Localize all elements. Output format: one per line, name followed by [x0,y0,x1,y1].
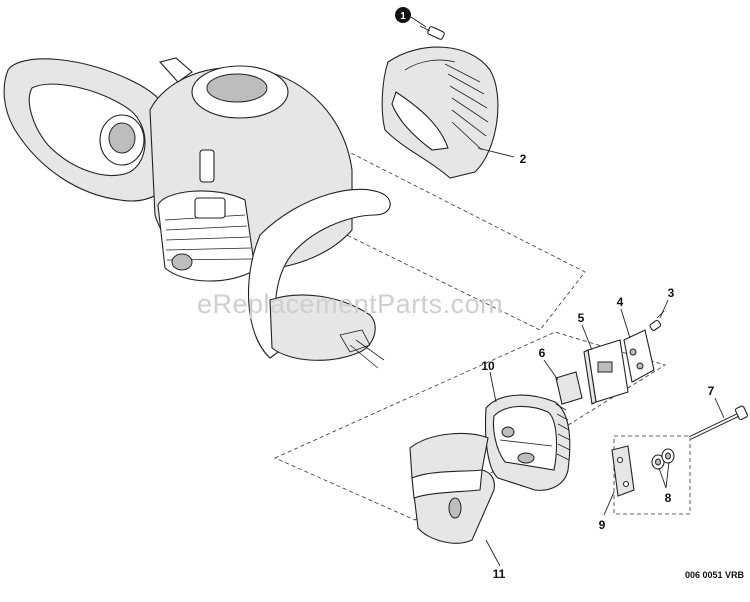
hedge-trimmer-engine [3,57,391,369]
watermark: eReplacementParts.com [197,289,503,319]
part-9-plate [611,445,635,497]
leader-7 [714,397,725,419]
callout-6: 6 [539,346,546,360]
part-5-bracket [583,339,629,405]
part-3-screw [649,310,665,331]
callout-3: 3 [668,286,675,300]
callout-1: 1 [400,11,406,22]
hardware-box-outline [613,435,691,515]
leader-8 [658,461,670,489]
callout-8: 8 [665,491,672,505]
callout-10: 10 [481,359,495,373]
leader-10 [489,371,497,403]
callout-4: 4 [617,295,624,309]
callout-7: 7 [708,384,715,398]
callout-2: 2 [520,152,527,166]
reference-code: 006 0051 VRB [685,570,745,580]
part-8-washers [651,448,675,470]
assembly-outline-lower [274,331,666,521]
callout-5: 5 [578,311,585,325]
part-2-muffler-cover [381,46,499,179]
leader-5 [581,324,593,351]
callout-1-circle [395,7,411,23]
leader-2 [477,147,515,158]
leader-1 [410,16,427,28]
part-1-screw [419,25,445,40]
callout-9: 9 [599,518,606,532]
leader-9 [603,491,615,516]
leader-3 [659,299,669,319]
part-10-muffler [485,394,571,491]
leader-11 [485,539,501,567]
leader-6 [543,359,559,381]
part-6-gasket [555,371,583,405]
leader-4 [620,308,631,339]
part-11-heat-shield [409,432,495,544]
part-7-bolt [689,405,748,440]
callout-11: 11 [493,567,506,581]
part-4-plate [623,329,655,383]
